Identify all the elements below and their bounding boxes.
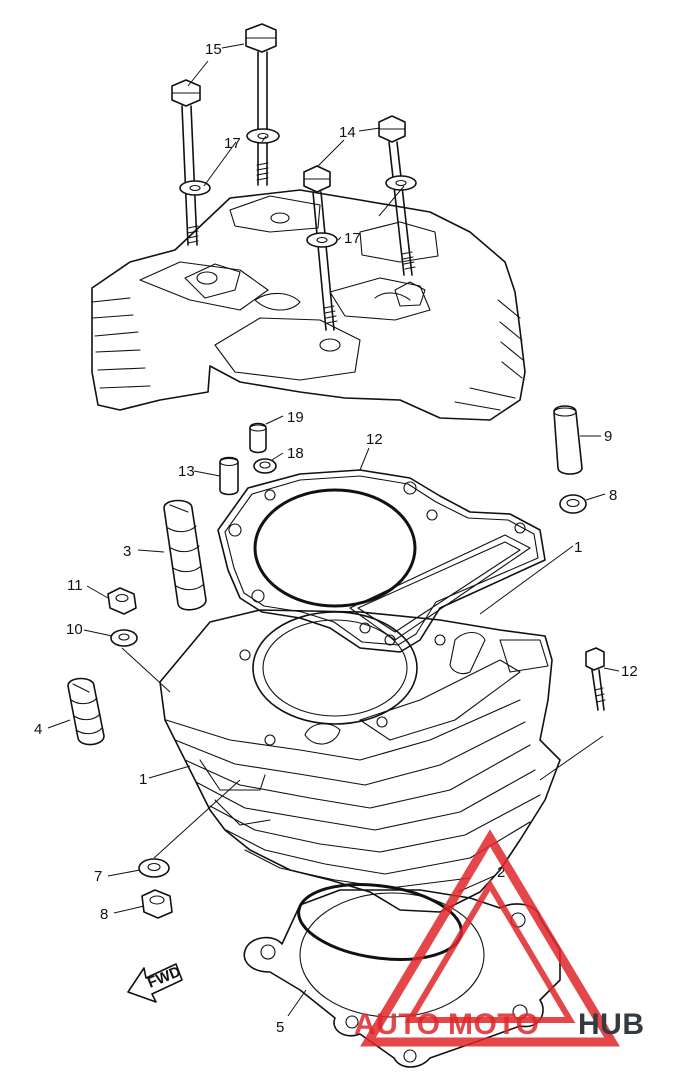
callout-17-lower: 17: [344, 230, 361, 247]
callout-16: 15: [205, 41, 222, 58]
dowel-pin-9: [553, 405, 583, 475]
callout-18: 18: [287, 445, 304, 462]
callout-2: 2: [497, 864, 505, 881]
automotohub-watermark: AUTO MOTO HUB: [354, 829, 645, 1047]
callout-6: 7: [94, 868, 102, 885]
watermark-text-auto: AUTO: [354, 1008, 440, 1041]
callout-17-upper: 17: [224, 135, 241, 152]
callout-14: 13: [178, 463, 195, 480]
head-bolt-left: [171, 79, 211, 246]
callout-numbers: 15 17 14 17 19 18 12 13 9 8 1 3 11 10 4 …: [34, 41, 638, 1036]
leader-lines: [47, 43, 620, 1017]
callout-1-right: 1: [574, 539, 582, 556]
callout-10: 10: [66, 621, 83, 638]
head-bolt-front: [303, 165, 338, 331]
watermark-text-hub: HUB: [578, 1008, 645, 1041]
callout-1: 1: [139, 771, 147, 788]
callout-19: 19: [287, 409, 304, 426]
callout-8: 8: [609, 487, 617, 504]
callout-11: 11: [67, 577, 83, 594]
nut-7: [141, 889, 173, 919]
fwd-arrow: FWD: [127, 963, 183, 1003]
washer-6: [138, 858, 170, 878]
callout-13: 12: [366, 431, 383, 448]
callout-15: 14: [339, 124, 356, 141]
cylinder-head: [91, 189, 526, 421]
nut-11: [107, 587, 137, 615]
head-bolt-16: [245, 23, 280, 186]
o-ring-8: [559, 494, 587, 514]
stud-bolt-4: [67, 677, 105, 746]
callout-9: 9: [604, 428, 612, 445]
o-ring-18: [253, 458, 277, 474]
callout-7: 8: [100, 906, 108, 923]
callout-12: 12: [621, 663, 638, 680]
dowel-pin-19: [249, 422, 267, 454]
head-bolt-15: [378, 115, 417, 276]
callout-5: 5: [276, 1019, 284, 1036]
bolt-12: [585, 647, 606, 711]
stud-bolt-3: [163, 499, 207, 611]
cylinder-block: [159, 609, 561, 913]
callout-4: 4: [34, 721, 42, 738]
callout-3: 3: [123, 543, 131, 560]
dowel-pin-14: [219, 456, 239, 496]
head-gasket-13: [217, 469, 546, 653]
watermark-text-moto: MOTO: [448, 1008, 539, 1041]
washer-10: [110, 629, 138, 647]
watermark-logo-triangle: [360, 829, 620, 1047]
